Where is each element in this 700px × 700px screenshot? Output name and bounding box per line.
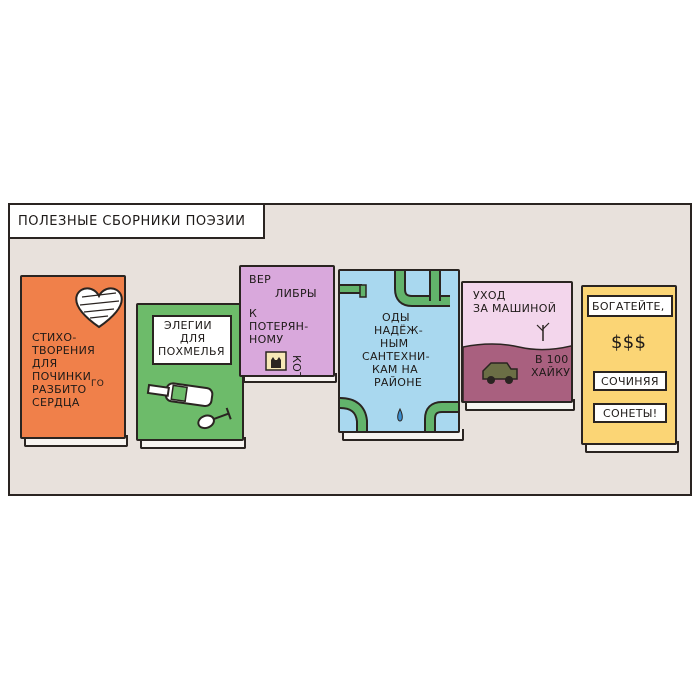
- book-side-word: КОТУ: [290, 355, 303, 377]
- book-cover: УХОД ЗА МАШИНОЙ В 100 ХАЙКУ: [461, 281, 573, 403]
- book-get-rich-sonnets: БОГАТЕЙТЕ, $$$ СОЧИНЯЯ СОНЕТЫ!: [581, 285, 681, 457]
- book-title-label: [587, 295, 673, 317]
- panel-caption: ПОЛЕЗНЫЕ СБОРНИКИ ПОЭЗИИ: [10, 205, 265, 239]
- book-cover: ВЕР ЛИБРЫ К ПОТЕРЯН- НОМУ КОТУ: [239, 265, 335, 377]
- book-cover: ЭЛЕГИИ ДЛЯ ПОХМЕЛЬЯ: [136, 303, 244, 441]
- book-title-line: СТИХО-: [32, 331, 77, 344]
- book-subtitle-line: ХАЙКУ: [531, 366, 571, 379]
- book-cover: ОДЫ НАДЁЖ- НЫМ САНТЕХНИ- КАМ НА РАЙОНЕ: [338, 269, 460, 433]
- book-title-line: НЫМ: [380, 337, 409, 350]
- bottle-and-glass-icon: [146, 382, 232, 430]
- book-plumber-odes: ОДЫ НАДЁЖ- НЫМ САНТЕХНИ- КАМ НА РАЙОНЕ: [338, 269, 466, 447]
- book-cover: СТИХО- ТВОРЕНИЯ ДЛЯ ПОЧИНКИ РАЗБИТО ГО С…: [20, 275, 126, 439]
- book-title-line: ДЛЯ: [32, 357, 58, 370]
- book-title-line: КАМ НА: [372, 363, 418, 376]
- money-symbol: $$$: [611, 332, 647, 353]
- desert-scene-icon: [463, 322, 571, 401]
- book-title-line: РАЙОНЕ: [374, 376, 423, 389]
- book-title-line: НАДЁЖ-: [374, 324, 423, 337]
- book-title-line: САНТЕХНИ-: [362, 350, 430, 363]
- book-title-line: ПОХМЕЛЬЯ: [158, 345, 225, 358]
- book-title-line: СОНЕТЫ!: [603, 407, 658, 420]
- book-title-line: СЕРДЦА: [32, 396, 80, 409]
- book-cover: БОГАТЕЙТЕ, $$$ СОЧИНЯЯ СОНЕТЫ!: [581, 285, 677, 445]
- book-hangover-elegies: ЭЛЕГИИ ДЛЯ ПОХМЕЛЬЯ: [136, 303, 248, 455]
- book-title-superscript: ГО: [91, 379, 105, 389]
- book-title-label: [593, 371, 667, 391]
- book-vers-libre-cat: ВЕР ЛИБРЫ К ПОТЕРЯН- НОМУ КОТУ: [239, 265, 339, 389]
- book-title-line: СОЧИНЯЯ: [601, 375, 659, 388]
- pipes-icon: [340, 271, 458, 431]
- book-title-line: УХОД: [473, 289, 506, 302]
- book-title-line: ТВОРЕНИЯ: [32, 344, 96, 357]
- cat-icon: [265, 351, 287, 371]
- book-title-line: ЛИБРЫ: [275, 287, 317, 300]
- book-title-line: ПОТЕРЯН-: [249, 320, 309, 333]
- book-title-line: ВЕР: [249, 273, 272, 286]
- book-car-haiku: УХОД ЗА МАШИНОЙ В 100 ХАЙКУ: [461, 281, 577, 417]
- book-title-line: НОМУ: [249, 333, 284, 346]
- book-title-line: БОГАТЕЙТЕ,: [592, 300, 665, 313]
- book-title-line: ЭЛЕГИИ: [164, 319, 212, 332]
- book-title-label: [152, 315, 232, 365]
- bandaged-heart-icon: [75, 287, 123, 329]
- book-heart-poems: СТИХО- ТВОРЕНИЯ ДЛЯ ПОЧИНКИ РАЗБИТО ГО С…: [20, 275, 130, 455]
- book-title-line: ПОЧИНКИ: [32, 370, 92, 383]
- comic-panel: ПОЛЕЗНЫЕ СБОРНИКИ ПОЭЗИИ СТИХО- ТВОРЕНИЯ…: [8, 203, 692, 496]
- book-title-line: ОДЫ: [382, 311, 410, 324]
- book-title-line: К: [249, 307, 258, 320]
- book-title-line: ДЛЯ: [180, 332, 206, 345]
- book-subtitle-line: В 100: [535, 353, 569, 366]
- book-title-line: ЗА МАШИНОЙ: [473, 302, 557, 315]
- book-title-label: [593, 403, 667, 423]
- book-title-line: РАЗБИТО: [32, 383, 87, 396]
